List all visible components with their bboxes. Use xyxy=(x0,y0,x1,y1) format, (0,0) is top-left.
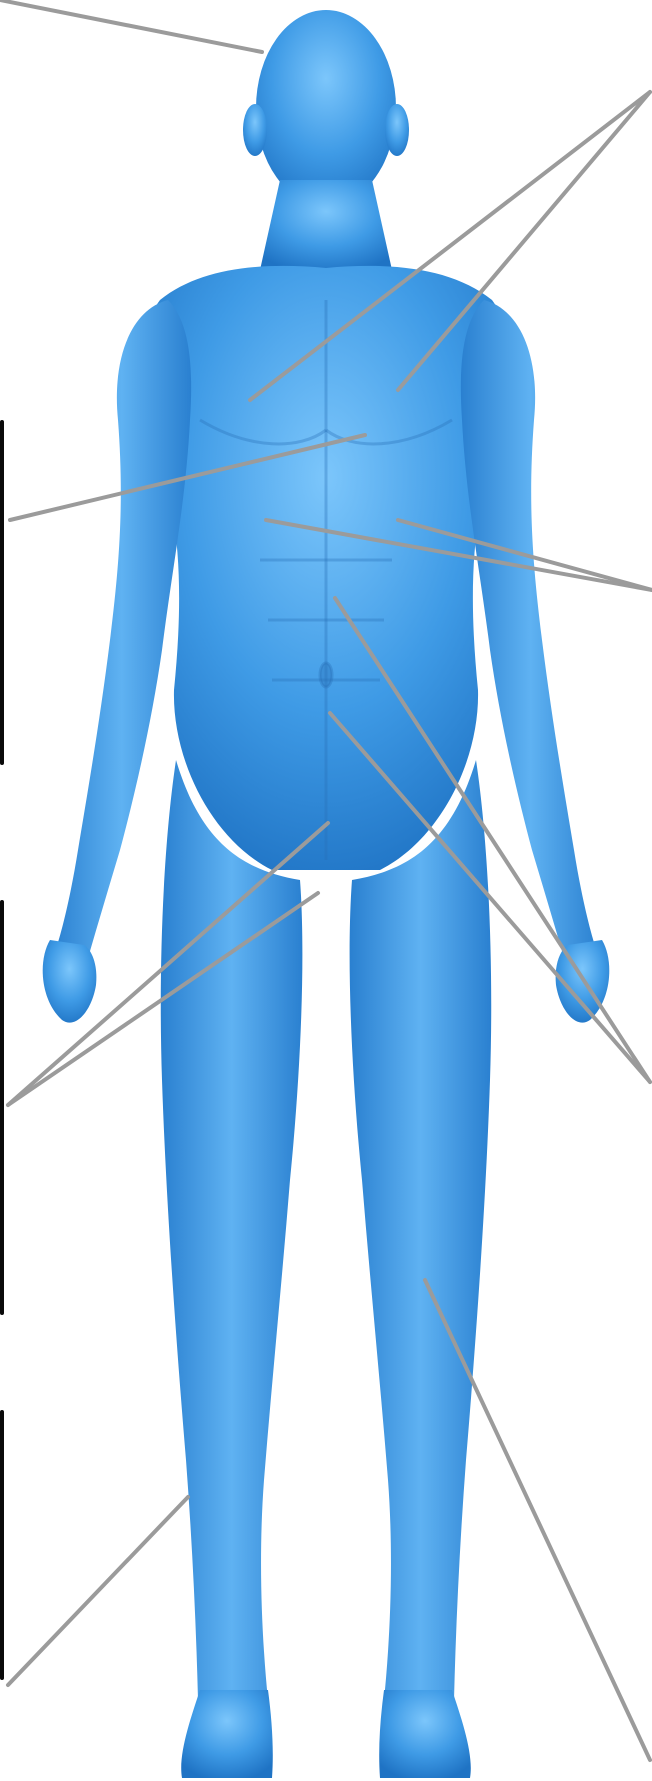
head xyxy=(256,10,396,206)
neck xyxy=(260,180,392,270)
left-foot xyxy=(181,1690,273,1778)
human-body xyxy=(43,10,610,1778)
right-ear xyxy=(385,104,409,156)
right-foot xyxy=(379,1690,471,1778)
left-leg xyxy=(161,760,303,1700)
right-leg xyxy=(350,760,492,1700)
left-hand xyxy=(43,940,97,1023)
leader-line-head xyxy=(0,0,262,52)
leader-line-calf xyxy=(8,1497,188,1685)
left-ear xyxy=(243,104,267,156)
